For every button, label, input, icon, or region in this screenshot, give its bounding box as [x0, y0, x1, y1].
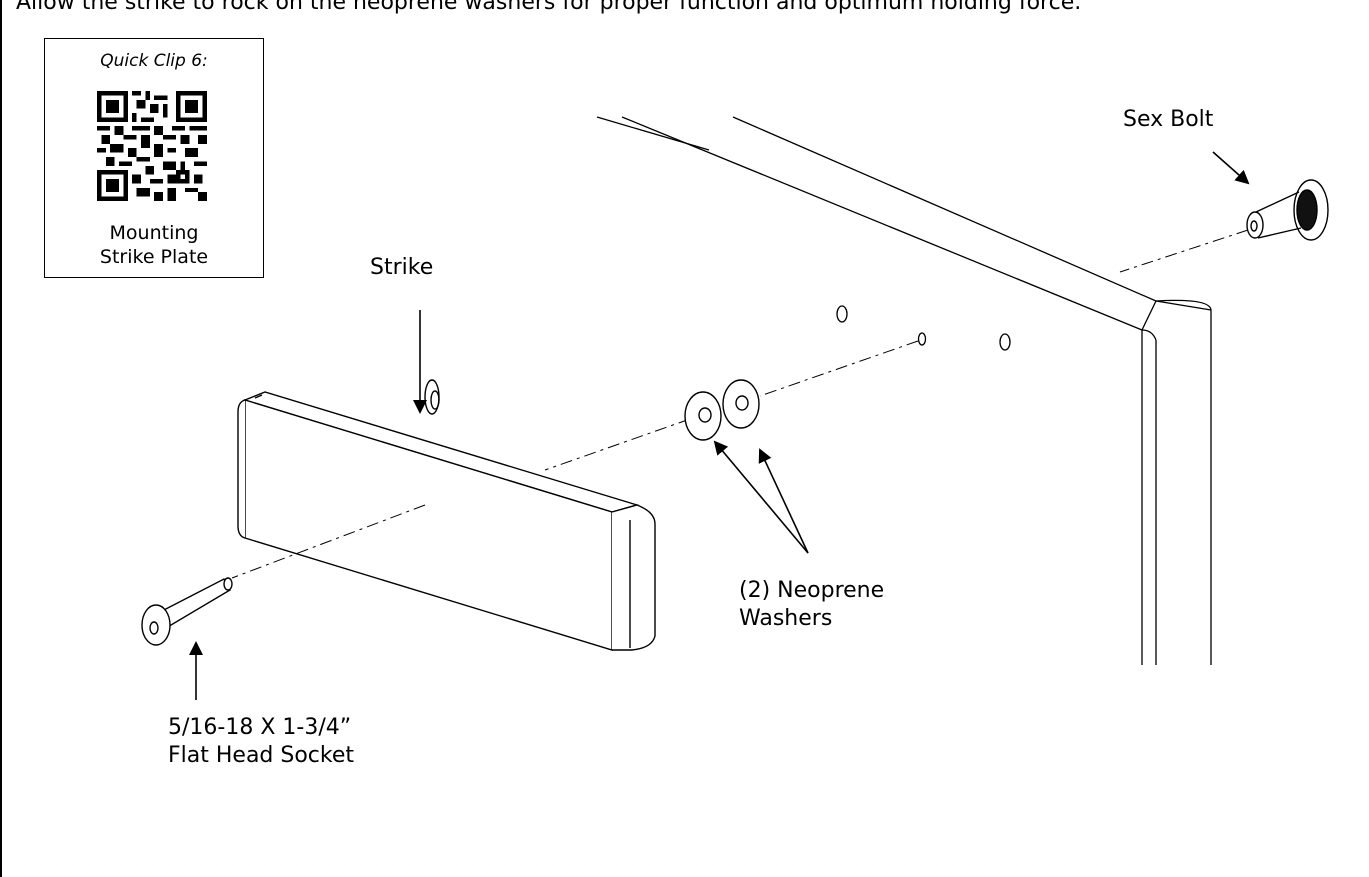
- sex-bolt-head: [1293, 179, 1329, 241]
- washer-1-hole: [698, 407, 712, 423]
- qr-code-icon[interactable]: [97, 91, 207, 201]
- neoprene-washers-label: (2) Neoprene Washers: [739, 577, 884, 633]
- door-frame: [596, 116, 1212, 665]
- washer-1: [684, 391, 722, 441]
- frame-hole-2: [999, 333, 1011, 351]
- washer-2: [722, 379, 760, 429]
- quick-clip-box[interactable]: Quick Clip 6: Mounting Strike Plate: [44, 38, 264, 278]
- sex-bolt-thread-hole: [1250, 220, 1258, 232]
- screw-label-line2: Flat Head Socket: [168, 743, 355, 768]
- flat-head-screw: [141, 577, 233, 646]
- screw-label: 5/16-18 X 1-3/4” Flat Head Socket: [168, 714, 354, 770]
- screw-head: [141, 604, 171, 646]
- sex-bolt-label: Sex Bolt: [1123, 107, 1214, 132]
- frame-front-corner: [1141, 329, 1157, 341]
- sex-bolt: [1246, 179, 1329, 241]
- sex-bolt-shank: [1255, 191, 1302, 239]
- sex-bolt-end: [1246, 211, 1264, 239]
- washer-arrow-2: [758, 448, 809, 554]
- quick-clip-title: Quick Clip 6:: [100, 51, 208, 71]
- frame-corner-bevel: [1141, 300, 1157, 331]
- washer-centerline-1: [759, 340, 919, 397]
- frame-edge-line-2: [621, 116, 1143, 331]
- screw-label-line1: 5/16-18 X 1-3/4”: [168, 715, 352, 740]
- strike-right-cap: [611, 504, 656, 651]
- frame-top-edge: [1155, 300, 1212, 311]
- screw-centerline: [231, 504, 426, 579]
- instruction-text: Allow the strike to rock on the neoprene…: [16, 0, 1082, 15]
- screw-shank: [159, 578, 231, 630]
- neoprene-washers: [684, 379, 760, 441]
- frame-hole-center: [917, 332, 927, 346]
- strike-front-face: [244, 399, 613, 651]
- washer-arrow-1: [713, 440, 809, 554]
- frame-hole-1: [836, 305, 848, 323]
- strike-mount-hole-inner: [430, 390, 440, 410]
- screw-tip: [223, 577, 233, 591]
- sex-bolt-head-face: [1296, 189, 1318, 231]
- sex-bolt-arrow: [1212, 151, 1250, 185]
- leader-arrows: [189, 151, 1250, 700]
- neoprene-washers-label-line1: (2) Neoprene: [739, 578, 885, 603]
- sex-bolt-centerline: [1119, 229, 1249, 273]
- frame-edge-line-1: [596, 116, 710, 151]
- strike-body: [237, 379, 656, 651]
- quick-clip-caption-line1: Mounting: [109, 222, 199, 244]
- quick-clip-caption-line2: Strike Plate: [99, 246, 209, 268]
- strike-left-end: [237, 399, 246, 539]
- neoprene-washers-label-line2: Washers: [739, 606, 833, 631]
- quick-clip-caption: Mounting Strike Plate: [45, 221, 263, 269]
- strike-label: Strike: [370, 255, 434, 280]
- washer-centerline-2: [544, 418, 691, 471]
- frame-top-corner: [1155, 299, 1212, 311]
- washer-2-hole: [735, 395, 749, 411]
- screw-socket: [149, 621, 159, 635]
- frame-edge-line-3: [732, 116, 1157, 302]
